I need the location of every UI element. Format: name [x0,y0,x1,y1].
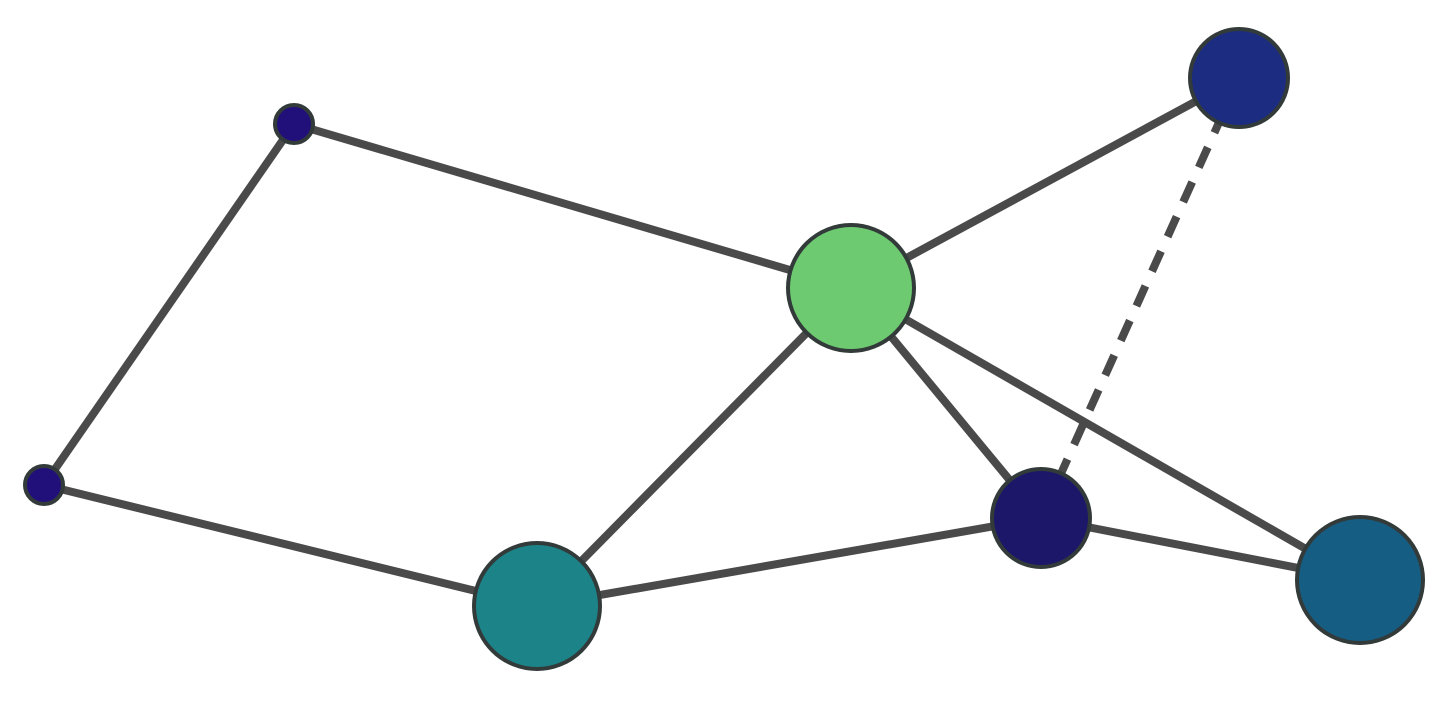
edge-n4-n6 [1037,76,1243,520]
edge-n3-n5 [534,285,854,609]
node-n7 [1295,515,1425,645]
node-n4 [1188,27,1290,129]
edge-n1-n3 [292,120,853,292]
edges-layer [40,74,1362,610]
node-n1 [273,103,315,145]
nodes-layer [23,27,1425,671]
edge-n1-n2 [40,121,298,488]
edge-n5-n6 [536,514,1042,610]
node-n6 [990,467,1092,569]
node-n5 [472,541,602,671]
edge-n3-n4 [849,74,1241,292]
node-n2 [23,464,65,506]
node-n3 [786,223,916,353]
edge-n3-n7 [849,284,1362,584]
edge-n2-n5 [43,481,538,610]
